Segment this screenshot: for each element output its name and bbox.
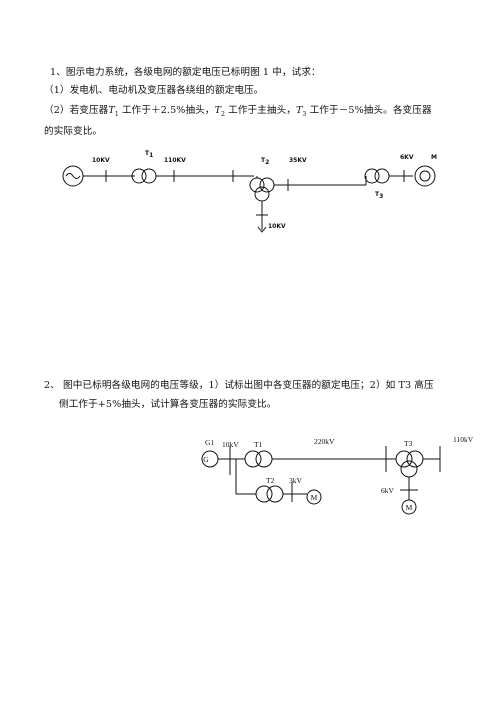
problem2-line1: 2、 图中已标明各级电网的电压等级，1）试标出图中各变压器的额定电压；2）如 T…	[44, 380, 434, 391]
label-g: G	[203, 455, 209, 464]
label-35kv: 35KV	[289, 157, 307, 164]
transformer-t3-symbol	[364, 168, 380, 184]
label-10kv: 10kV	[222, 440, 239, 449]
label-m2: M	[406, 503, 413, 512]
label-220kv: 220kV	[314, 437, 335, 446]
label-110kv: 110KV	[164, 157, 186, 164]
label-t2: T2	[261, 157, 269, 166]
label-g1: G1	[205, 438, 214, 447]
transformer-t1-symbol	[244, 450, 262, 468]
problem1-line3: （2）若变压器T1 工作于＋2.5%抽头，T2 工作于主抽头，T3 工作于－5%…	[44, 105, 432, 118]
transformer-t3-symbol	[395, 450, 413, 468]
label-t3: T3	[404, 439, 413, 448]
label-6kv: 6KV	[400, 154, 414, 161]
motor-symbol	[414, 165, 436, 187]
problem2-line2: 侧工作于+5%抽头，试计算各变压器的实际变比。	[59, 399, 277, 410]
motor-m2-symbol	[401, 499, 417, 515]
label-10kv: 10KV	[92, 157, 110, 164]
problem1-line4: 的实际变比。	[44, 126, 103, 137]
label-m: M	[431, 154, 437, 161]
label-6kv: 6kV	[381, 486, 395, 495]
problem1-line1: 1、图示电力系统，各级电网的额定电压已标明图 1 中，试求：	[50, 67, 321, 78]
label-t2: T2	[266, 476, 275, 485]
label-t1: T1	[145, 150, 153, 159]
figure1-power-system-diagram: 10KV T1 110KV T2 35KV 6KV M T3 10KV	[62, 150, 437, 233]
label-t3: T3	[375, 191, 383, 200]
label-110kv: 110kV	[453, 435, 474, 444]
motor-m1-symbol	[306, 489, 322, 505]
figure2-power-system-diagram: G1 10kV T1 220kV T3 110kV G T2 3kV M 6kV…	[201, 435, 474, 515]
transformer-t1-symbol	[131, 168, 147, 184]
label-10kv-bottom: 10KV	[268, 223, 286, 230]
label-3kv: 3kV	[289, 476, 303, 485]
label-m1: M	[311, 493, 318, 502]
transformer-t2-symbol	[255, 485, 273, 503]
label-t1: T1	[254, 440, 263, 449]
problem1-line2: （1）发电机、电动机及变压器各绕组的额定电压。	[44, 85, 264, 96]
